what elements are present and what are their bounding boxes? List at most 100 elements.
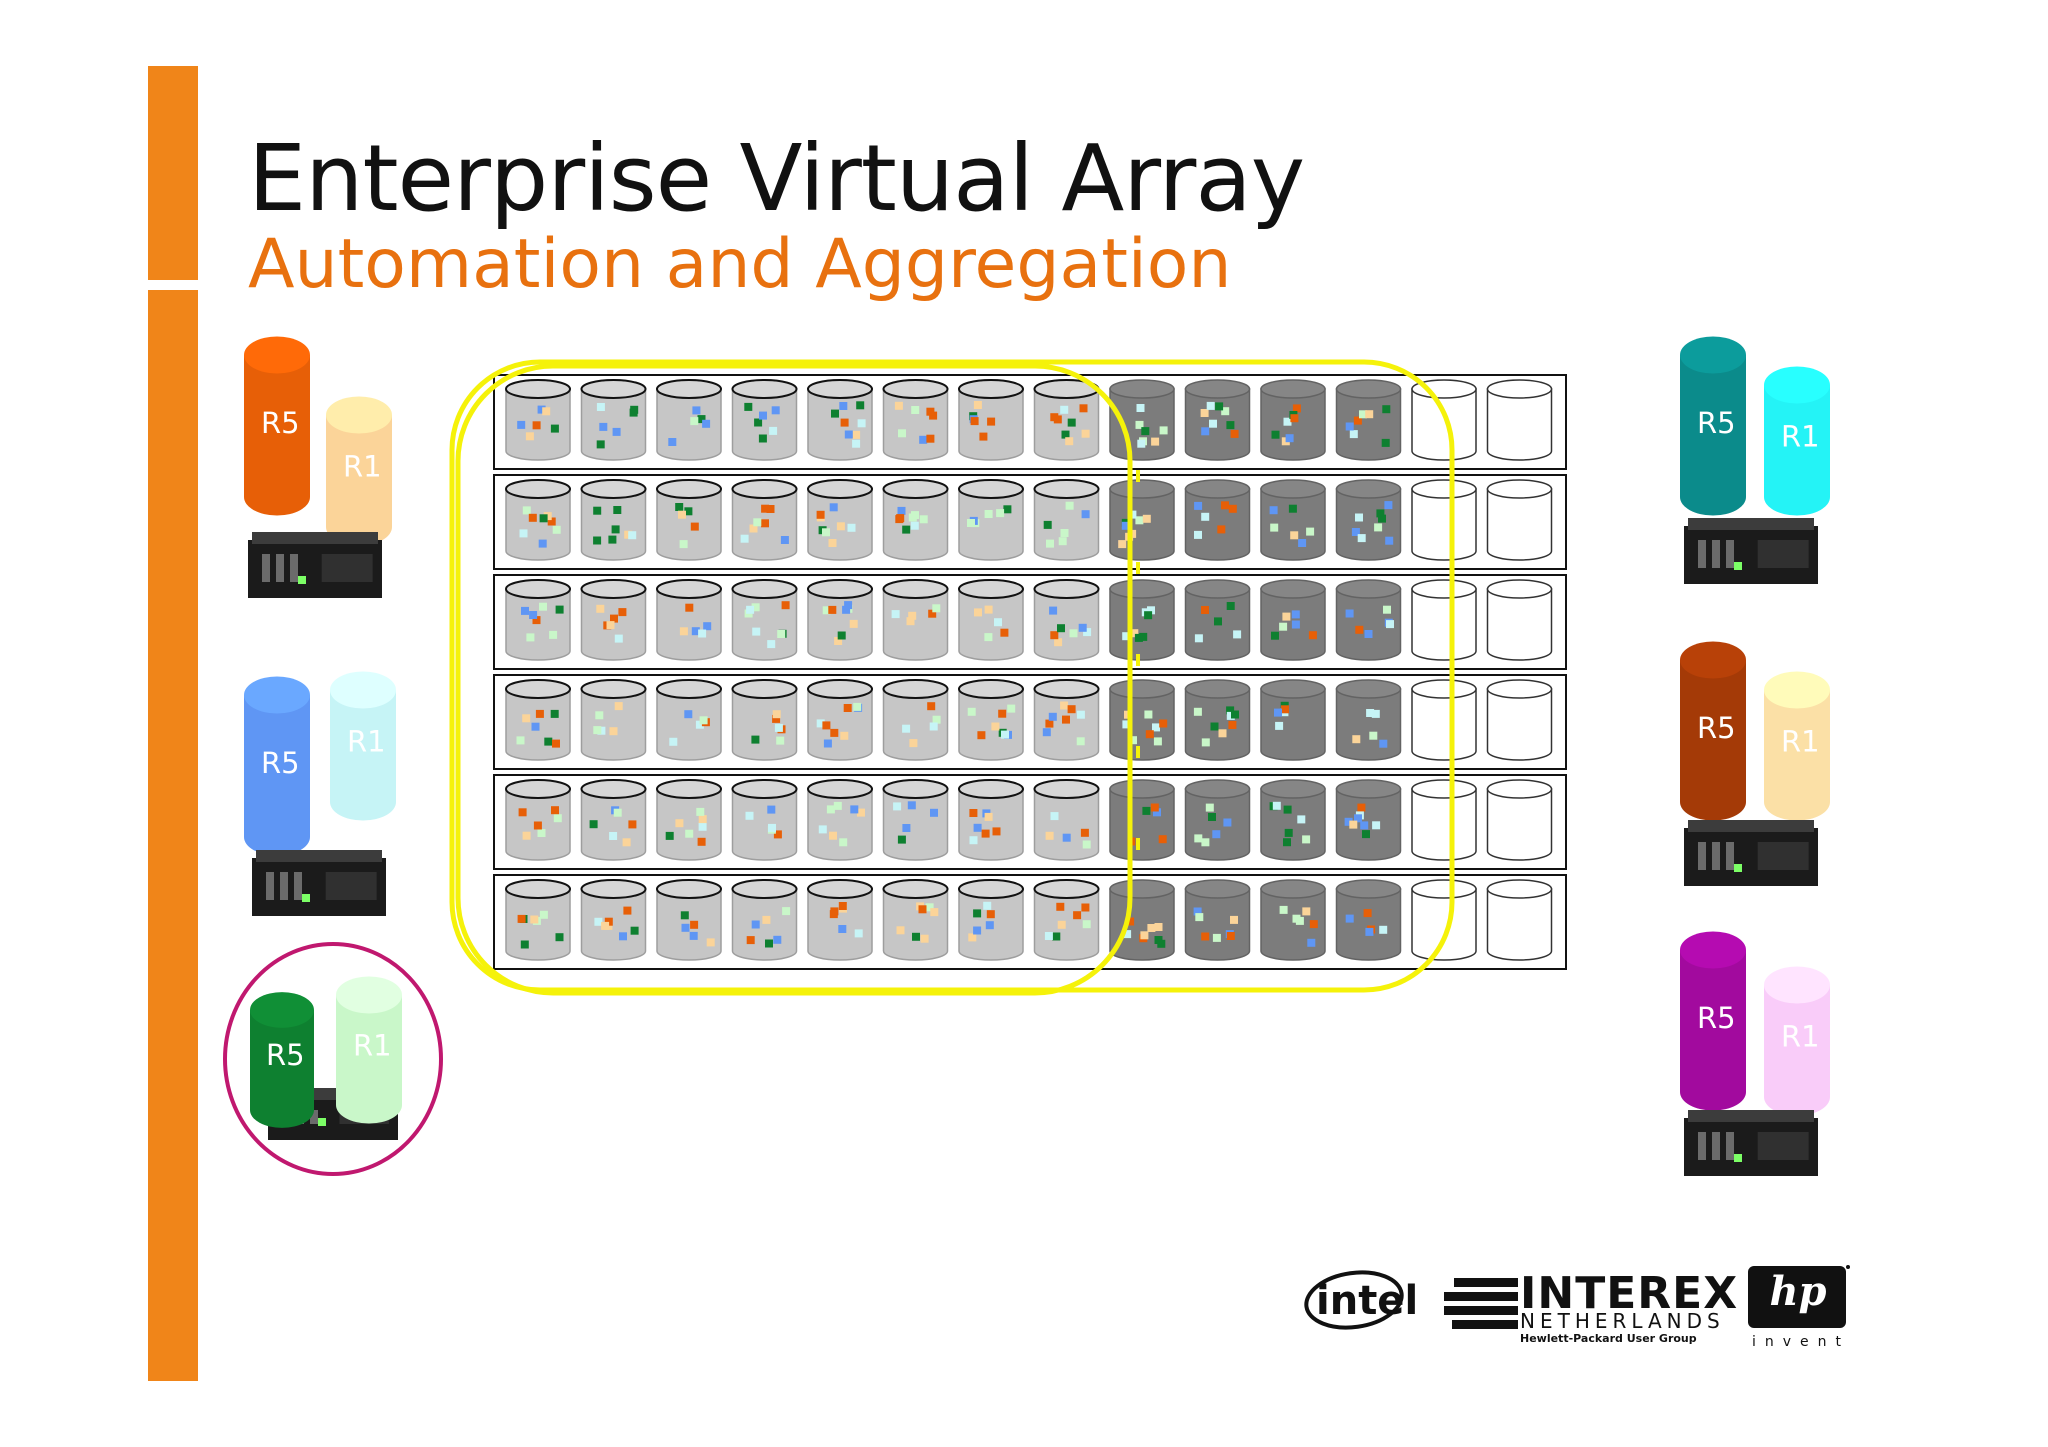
data-block xyxy=(1379,739,1388,748)
data-block xyxy=(597,726,606,735)
disk-drive xyxy=(656,879,722,961)
data-block xyxy=(1376,509,1385,518)
data-block xyxy=(1144,611,1153,620)
disk-body xyxy=(882,588,949,661)
disk-drive xyxy=(505,679,571,761)
raid1-volume-label: R1 xyxy=(347,725,386,759)
data-block xyxy=(932,715,941,724)
data-block xyxy=(1079,404,1088,413)
data-block xyxy=(691,627,700,636)
disk-body xyxy=(1486,788,1553,861)
data-block xyxy=(537,829,546,837)
disk-drive xyxy=(731,479,798,561)
disk-drive xyxy=(1260,579,1326,661)
drive-bay xyxy=(1712,1132,1720,1160)
disk-drive xyxy=(882,579,949,661)
disk-body xyxy=(1335,788,1402,861)
data-block xyxy=(991,722,1000,731)
cylinder-body xyxy=(1680,355,1746,516)
empty-disk-slot xyxy=(1486,879,1553,961)
disk-drive xyxy=(505,579,571,661)
data-block xyxy=(746,936,755,945)
data-block xyxy=(1212,830,1221,839)
cylinder-body xyxy=(1764,690,1830,821)
data-block xyxy=(1152,723,1160,732)
data-block xyxy=(984,510,993,518)
disk-top xyxy=(1184,379,1251,399)
data-block xyxy=(1351,528,1360,536)
disk-drive xyxy=(807,579,873,661)
data-block xyxy=(745,811,754,820)
disk-top xyxy=(807,579,873,599)
data-block xyxy=(986,910,995,919)
disk-top xyxy=(1184,879,1251,899)
empty-disk-slot xyxy=(1411,379,1477,461)
disk-body xyxy=(958,588,1024,661)
data-block xyxy=(996,509,1005,518)
data-block xyxy=(1153,808,1161,817)
data-block xyxy=(761,504,770,513)
data-block xyxy=(1153,737,1162,746)
data-block xyxy=(1284,828,1293,837)
data-block xyxy=(908,611,917,620)
disk-top xyxy=(505,579,571,599)
data-block xyxy=(766,505,775,513)
data-block xyxy=(1135,420,1144,429)
data-block xyxy=(555,933,564,942)
disk-top xyxy=(807,779,873,799)
data-block xyxy=(695,720,704,729)
drive-bay xyxy=(310,1110,318,1124)
data-block xyxy=(1141,427,1150,436)
disk-body xyxy=(1184,888,1251,961)
server-top xyxy=(1688,1110,1814,1122)
data-block xyxy=(1366,709,1375,717)
data-block xyxy=(1302,835,1311,844)
data-block xyxy=(703,622,712,631)
data-block xyxy=(678,510,686,519)
data-block xyxy=(1151,437,1160,446)
data-block xyxy=(699,716,708,725)
data-block xyxy=(623,906,632,915)
data-block xyxy=(1201,738,1210,747)
disk-top xyxy=(580,779,647,799)
disk-drive xyxy=(580,679,647,761)
data-block xyxy=(599,422,608,431)
data-block xyxy=(1080,828,1089,837)
data-block xyxy=(1357,803,1366,812)
data-block xyxy=(613,506,622,514)
data-block xyxy=(1062,715,1070,724)
disk-body xyxy=(1260,688,1326,761)
disk-top xyxy=(1411,579,1477,599)
disk-drive xyxy=(807,779,873,861)
data-block xyxy=(984,812,993,821)
data-block xyxy=(780,536,789,544)
data-block xyxy=(521,606,529,615)
data-block xyxy=(1044,932,1053,940)
disk-body xyxy=(958,688,1024,761)
disk-drive xyxy=(807,479,873,561)
data-block xyxy=(612,427,621,436)
raid1-volume-label: R1 xyxy=(1781,725,1820,759)
data-block xyxy=(1142,514,1151,523)
disk-top xyxy=(1486,679,1553,699)
data-block xyxy=(1221,501,1229,510)
disk-drive xyxy=(580,879,647,961)
data-block xyxy=(526,633,535,642)
disk-body xyxy=(505,588,571,661)
disk-shelf-row xyxy=(493,874,1567,970)
disk-drive xyxy=(882,679,949,761)
empty-disk-slot xyxy=(1411,579,1477,661)
disk-top xyxy=(958,379,1024,399)
data-block xyxy=(816,510,825,519)
disk-top xyxy=(882,479,949,499)
data-block xyxy=(844,430,853,439)
data-block xyxy=(629,408,638,417)
data-block xyxy=(1226,706,1235,715)
disk-top xyxy=(882,679,949,699)
data-block xyxy=(857,808,865,817)
disk-top xyxy=(1335,679,1402,699)
disk-body xyxy=(1260,388,1326,461)
data-block xyxy=(628,531,637,540)
disk-drive xyxy=(1033,579,1100,661)
